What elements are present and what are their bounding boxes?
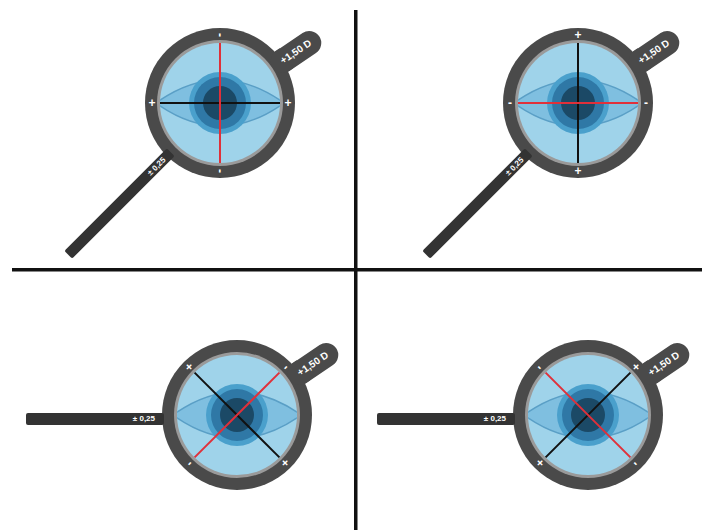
power-tab: +1,50 D [624,26,684,77]
minus-axis [219,43,221,163]
plus-axis [195,373,280,458]
axis-sign: - [214,169,226,173]
axis-sign: + [574,29,581,41]
tolerance-value: ± 0,25 [133,414,155,424]
tolerance-value: ± 0,25 [503,155,526,178]
power-value: +1,50 D [278,37,314,67]
power-tab: +1,50 D [266,26,326,77]
minus-axis [518,102,638,104]
lens-handle: ± 0,25 [64,149,174,259]
axis-sign: + [574,165,581,177]
lens-handle: ± 0,25 [377,413,515,425]
axis-sign: - [508,97,512,109]
minus-axis [195,373,280,458]
axis-sign: - [214,33,226,37]
axis-sign: + [284,97,291,109]
lens-figure [513,340,663,490]
divider-line [12,268,702,272]
tolerance-value: ± 0,25 [145,155,168,178]
lens-figure [162,340,312,490]
lens-handle: ± 0,25 [26,413,164,425]
power-value: +1,50 D [646,349,682,379]
plus-axis [546,373,631,458]
lens-handle: ± 0,25 [422,149,532,259]
tolerance-value: ± 0,25 [484,414,506,424]
power-value: +1,50 D [636,37,672,67]
axis-sign: - [644,97,648,109]
minus-axis [546,373,631,458]
power-tab: +1,50 D [634,338,694,389]
power-tab: +1,50 D [283,338,343,389]
axis-sign: + [148,97,155,109]
power-value: +1,50 D [295,349,331,379]
